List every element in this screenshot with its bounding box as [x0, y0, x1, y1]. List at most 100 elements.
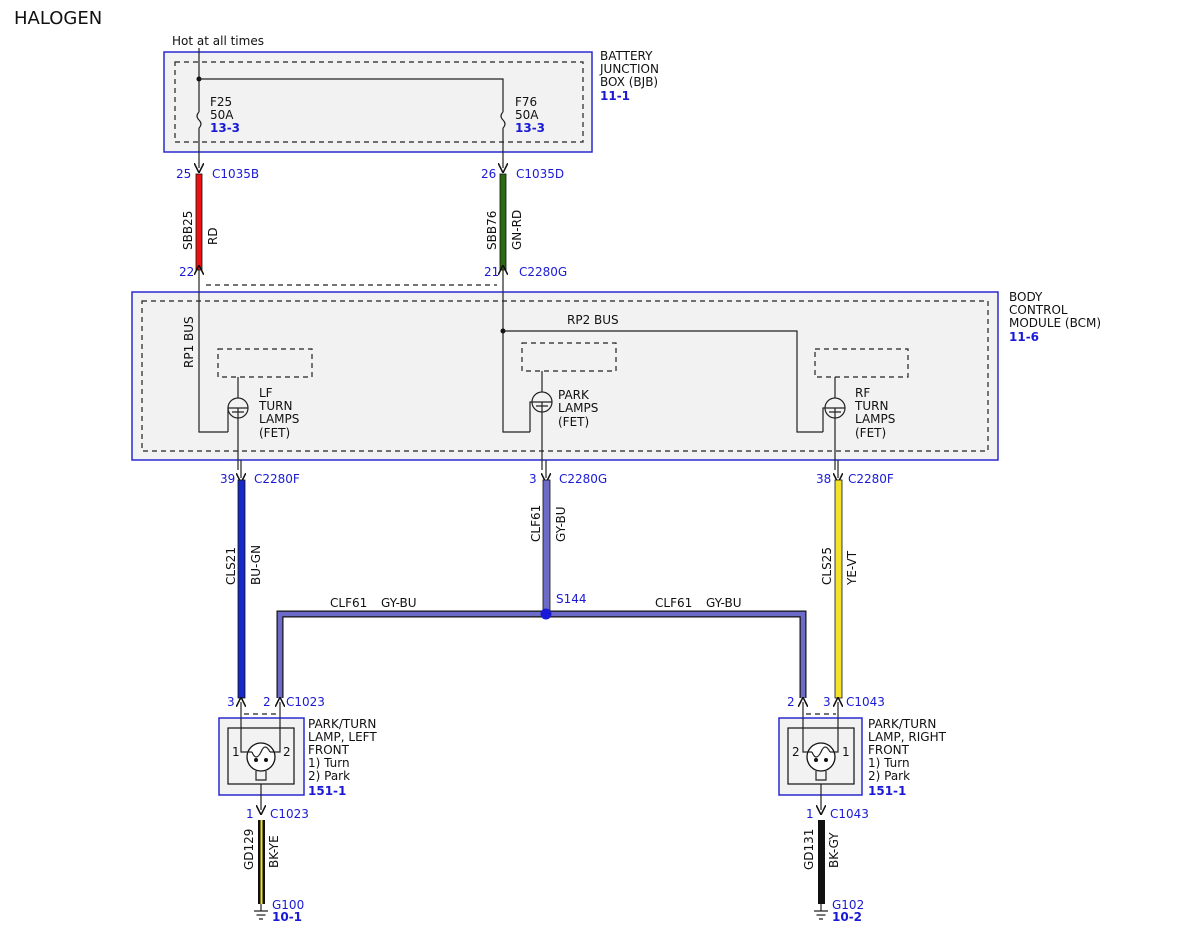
fet-lf-line-2: TURN	[258, 399, 292, 413]
c2280g-pin-3: 3	[529, 472, 537, 486]
c1023-pin-2: 2	[263, 695, 271, 709]
c2280f-right-name: C2280F	[848, 472, 894, 486]
lamp-left-line-3: FRONT	[308, 743, 350, 757]
rp1-bus-label: RP1 BUS	[182, 316, 196, 368]
wire-sbb76-circuit: SBB76	[485, 211, 499, 250]
fuse-f76-symbol	[500, 111, 506, 129]
lamp-right-line-1: PARK/TURN	[868, 717, 936, 731]
fet-rf-line-1: RF	[855, 386, 870, 400]
lamp-left-line-2: LAMP, LEFT	[308, 730, 377, 744]
battery-junction-box: BATTERY JUNCTION BOX (BJB) 11-1	[163, 49, 659, 153]
wire-cls25	[834, 479, 843, 699]
bcm-name-3: MODULE (BCM)	[1009, 316, 1101, 330]
bjb-name-1: BATTERY	[600, 49, 653, 63]
wire-gd131-color: BK-GY	[827, 832, 841, 868]
fet-rf-line-4: (FET)	[855, 426, 886, 440]
harness-left-circuit: CLF61	[330, 596, 367, 610]
fet-park-line-2: LAMPS	[558, 401, 598, 415]
ground-g102-symbol	[814, 904, 828, 920]
bjb-bus-wire	[199, 78, 504, 112]
wire-clf61-harness	[277, 611, 806, 698]
harness-right-color: GY-BU	[706, 596, 742, 610]
fet-lf-line-1: LF	[259, 386, 273, 400]
fuse-f25-rating: 50A	[210, 108, 234, 122]
ground-g102-ref: 10-2	[832, 910, 862, 924]
bcm-name-1: BODY	[1009, 290, 1043, 304]
rp2-bus-label: RP2 BUS	[567, 313, 619, 327]
harness-right-circuit: CLF61	[655, 596, 692, 610]
c1043-bottom-name: C1043	[830, 807, 869, 821]
lamp-left-pin-1: 1	[232, 745, 240, 759]
bjb-ref: 11-1	[600, 89, 630, 103]
c2280f-left-name: C2280F	[254, 472, 300, 486]
fet-lf-line-4: (FET)	[259, 426, 290, 440]
fet-park-line-1: PARK	[558, 388, 590, 402]
splice-s144	[540, 608, 552, 620]
lamp-left-line-1: PARK/TURN	[308, 717, 376, 731]
ground-g100-ref: 10-1	[272, 910, 302, 924]
rp1-bus-wire	[198, 292, 228, 433]
c1035d-name: C1035D	[516, 167, 564, 181]
wire-sbb25	[195, 173, 203, 271]
fuse-f76-rating: 50A	[515, 108, 539, 122]
lamp-left-line-5: 2) Park	[308, 769, 350, 783]
c1043-bottom-pin: 1	[806, 807, 814, 821]
wire-clf61-harness-outline	[276, 610, 807, 698]
bcm-ref: 11-6	[1009, 330, 1039, 344]
wire-sbb76	[499, 173, 507, 271]
c1023-bottom-name: C1023	[270, 807, 309, 821]
lamp-right-ref: 151-1	[868, 784, 906, 798]
fuse-f76-ref: 13-3	[515, 121, 545, 135]
harness-left-color: GY-BU	[381, 596, 417, 610]
lamp-right-pin-2: 2	[792, 745, 800, 759]
hot-at-all-times-label: Hot at all times	[172, 34, 264, 48]
c1023-top-name: C1023	[286, 695, 325, 709]
lamp-right-line-5: 2) Park	[868, 769, 910, 783]
c1035b-pin: 25	[176, 167, 191, 181]
fet-rf-control-box	[814, 348, 909, 378]
wire-gd129-stripe	[260, 820, 263, 904]
c1023-bottom-pin: 1	[246, 807, 254, 821]
wire-cls21	[237, 479, 246, 699]
splice-s144-label: S144	[556, 592, 587, 606]
diagram-title: HALOGEN	[14, 8, 102, 29]
fuse-f25-name: F25	[210, 95, 232, 109]
c1043-pin-2: 2	[787, 695, 795, 709]
fet-park-line-3: (FET)	[558, 415, 589, 429]
bcm-name-2: CONTROL	[1009, 303, 1068, 317]
wire-cls21-color: BU-GN	[249, 545, 263, 585]
c2280g-top-name: C2280G	[519, 265, 567, 279]
wire-cls21-circuit: CLS21	[224, 547, 238, 585]
lamp-left-ref: 151-1	[308, 784, 346, 798]
bulb-left-symbol	[246, 742, 276, 772]
fet-lf-control-box	[217, 348, 313, 378]
c1035b-name: C1035B	[212, 167, 259, 181]
fet-rf-line-3: LAMPS	[855, 412, 895, 426]
wire-clf61-circuit: CLF61	[529, 505, 543, 542]
rp2-bus-feed	[502, 292, 530, 433]
wire-gd129-color: BK-YE	[267, 835, 281, 868]
park-turn-lamp-right-front: 2 1	[778, 717, 863, 796]
ground-g102-name: G102	[832, 898, 864, 912]
c2280f-pin-39: 39	[220, 472, 235, 486]
c2280g-mid-name: C2280G	[559, 472, 607, 486]
c1043-pin-3: 3	[823, 695, 831, 709]
c2280g-pin-21: 21	[484, 265, 499, 279]
wire-cls25-circuit: CLS25	[820, 547, 834, 585]
wire-clf61-color: GY-BU	[554, 506, 568, 542]
fet-rf-line-2: TURN	[854, 399, 888, 413]
c2280g-pin-22: 22	[179, 265, 194, 279]
lamp-left-pin-2: 2	[283, 745, 291, 759]
lamp-left-line-4: 1) Turn	[308, 756, 350, 770]
bulb-right-symbol	[806, 742, 836, 772]
fuse-f25-ref: 13-3	[210, 121, 240, 135]
lamp-right-line-3: FRONT	[868, 743, 910, 757]
wire-sbb76-color: GN-RD	[510, 210, 524, 250]
rp2-bus-wire	[503, 330, 823, 433]
c2280f-pin-38: 38	[816, 472, 831, 486]
park-turn-lamp-left-front: 1 2	[218, 717, 305, 796]
wire-sbb25-circuit: SBB25	[181, 211, 195, 250]
wire-gd131	[818, 820, 825, 904]
wire-cls25-color: YE-VT	[845, 550, 859, 586]
